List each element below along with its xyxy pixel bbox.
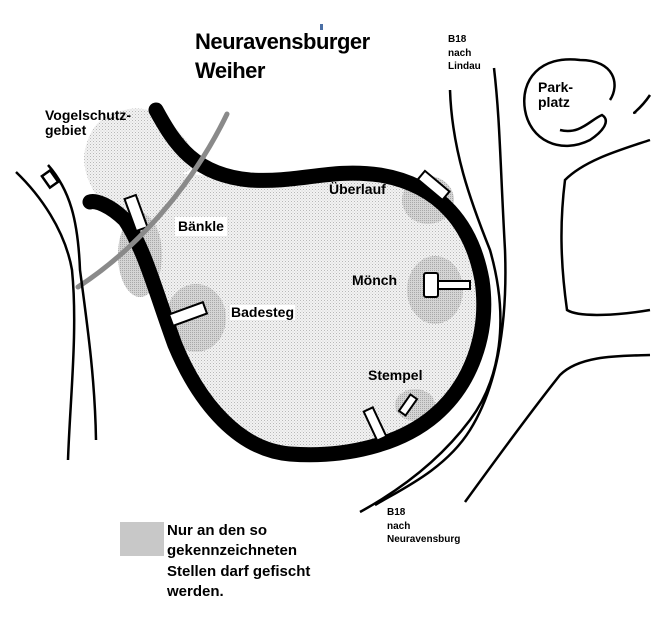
bird-reserve-line-2: gebiet bbox=[45, 122, 87, 139]
reserve-boundary-line bbox=[75, 111, 230, 290]
road-direction: nach bbox=[387, 520, 411, 532]
parking-line-1: Park- bbox=[538, 79, 574, 95]
spot-label-moench: Mönch bbox=[352, 272, 398, 288]
road-number: B18 bbox=[448, 34, 467, 45]
ueberlauf-structure bbox=[416, 169, 451, 202]
stempel-structure bbox=[397, 393, 419, 417]
spot-label-baenkle: Bänkle bbox=[175, 217, 227, 237]
roads bbox=[15, 58, 652, 514]
legend-text: Nur an den so gekennzeichneten Stellen d… bbox=[167, 521, 310, 602]
road-destination: Lindau bbox=[448, 61, 481, 72]
title-line-1: Neuravensburger bbox=[195, 29, 370, 54]
bird-reserve-label: Vogelschutz- gebiet bbox=[45, 107, 132, 139]
baenkle-bench bbox=[123, 193, 149, 233]
road-direction: nach bbox=[448, 47, 472, 59]
road-label-neuravensburg: B18 nach Neuravensburg bbox=[387, 506, 460, 547]
legend-swatch bbox=[120, 522, 164, 556]
legend-line-1: Nur an den so bbox=[167, 522, 268, 539]
map-title: Neuravensburger Weiher bbox=[195, 28, 370, 85]
badesteg-jetty bbox=[167, 300, 209, 328]
parking-line-2: platz bbox=[538, 94, 570, 111]
bird-reserve-line-1: Vogelschutz- bbox=[45, 107, 132, 123]
moench-structure bbox=[423, 272, 439, 298]
marker-dot bbox=[320, 24, 323, 30]
spot-label-ueberlauf: Überlauf bbox=[329, 181, 386, 197]
parking-label: Park- platz bbox=[538, 79, 574, 111]
road-label-lindau: B18 nach Lindau bbox=[448, 33, 481, 74]
title-line-2: Weiher bbox=[195, 57, 265, 83]
road-destination: Neuravensburg bbox=[387, 534, 461, 545]
legend-line-2: gekennzeichneten bbox=[167, 542, 298, 560]
road-number: B18 bbox=[387, 507, 406, 518]
pond-shore bbox=[82, 102, 492, 463]
legend-line-3: Stellen darf gefischt bbox=[167, 562, 311, 580]
spot-label-stempel: Stempel bbox=[368, 367, 423, 383]
structures bbox=[123, 169, 471, 442]
spot-label-badesteg: Badesteg bbox=[230, 304, 296, 321]
legend-line-4: werden. bbox=[167, 582, 224, 600]
